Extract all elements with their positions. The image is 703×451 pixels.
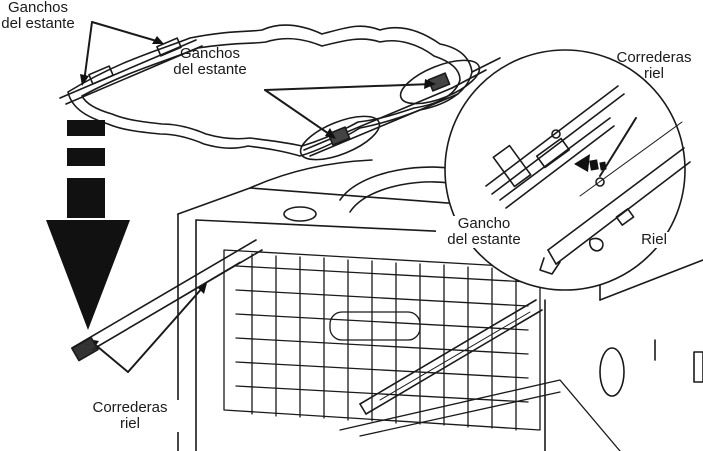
label-line: del estante	[1, 15, 75, 32]
right-slide-rail	[359, 299, 543, 415]
label-line: Riel	[641, 231, 667, 248]
wire-shelf	[59, 24, 473, 157]
label-shelf-hooks-top-left: Ganchos del estante	[0, 0, 78, 32]
detail-inset	[444, 49, 691, 291]
label-line: Gancho	[457, 215, 511, 232]
label-shelf-hook-inset: Gancho del estante	[436, 216, 532, 248]
label-rail-inset: Riel	[632, 232, 676, 248]
left-slide-rail	[71, 239, 263, 362]
label-shelf-hooks-center: Ganchos del estante	[160, 46, 260, 78]
label-rail-slides-top-right: Correderas riel	[606, 50, 702, 82]
label-line: Ganchos	[179, 45, 241, 62]
dish-rack	[223, 249, 621, 451]
label-line: Correderas	[92, 399, 168, 416]
label-line: del estante	[173, 61, 247, 78]
label-line: riel	[119, 415, 140, 432]
label-line: del estante	[447, 231, 521, 248]
label-rail-slides-bottom-left: Correderas riel	[80, 400, 180, 432]
insert-arrow	[574, 154, 607, 172]
label-line: Correderas	[616, 49, 692, 66]
down-arrow	[46, 120, 130, 330]
hook-highlight-ellipse	[299, 115, 381, 161]
label-line: Ganchos	[7, 0, 69, 16]
label-line: riel	[643, 65, 664, 82]
hook-highlight-ellipse	[399, 59, 481, 105]
